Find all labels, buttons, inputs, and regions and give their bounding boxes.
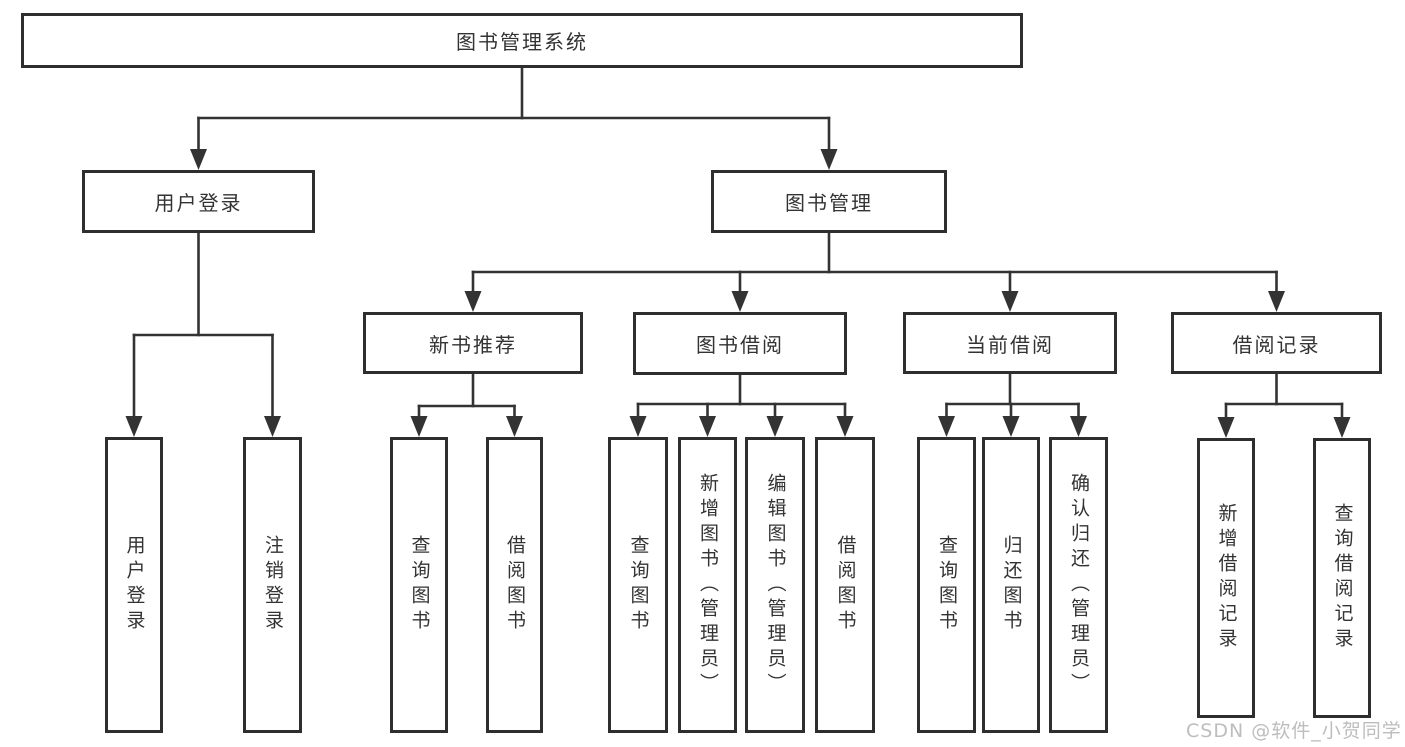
- node-label: 查询图书: [936, 535, 958, 635]
- node-borrowing-records: 借阅记录: [1171, 312, 1382, 374]
- node-logout: 注销登录: [243, 437, 302, 733]
- node-book-management: 图书管理: [711, 170, 947, 233]
- node-edit-book-admin: 编辑图书（管理员）: [745, 437, 805, 733]
- node-label: 当前借阅: [966, 332, 1054, 357]
- csdn-watermark: CSDN @软件_小贺同学: [1186, 720, 1402, 742]
- node-label: 新增图书（管理员）: [697, 472, 719, 698]
- node-label: 用户登录: [123, 535, 146, 635]
- node-query-books-borrow: 查询图书: [608, 437, 668, 733]
- node-borrow-books-recommend: 借阅图书: [486, 437, 543, 733]
- node-query-books-current: 查询图书: [917, 437, 976, 733]
- node-query-borrow-record: 查询借阅记录: [1313, 438, 1371, 718]
- node-label: 图书借阅: [696, 333, 784, 357]
- node-current-borrowing: 当前借阅: [903, 312, 1117, 374]
- node-label: 图书管理系统: [456, 30, 588, 54]
- node-label: 查询借阅记录: [1331, 503, 1354, 653]
- node-return-book: 归还图书: [982, 437, 1040, 733]
- node-label: 新书推荐: [429, 332, 517, 357]
- node-label: 借阅记录: [1232, 332, 1321, 357]
- node-label: 新增借阅记录: [1215, 503, 1238, 653]
- node-label: 借阅图书: [504, 535, 526, 635]
- node-user-login-leaf: 用户登录: [105, 437, 163, 733]
- node-label: 图书管理: [785, 191, 873, 215]
- node-book-borrowing: 图书借阅: [633, 312, 847, 375]
- node-label: 查询图书: [408, 535, 431, 635]
- node-query-books-recommend: 查询图书: [390, 437, 448, 733]
- node-borrow-books-leaf: 借阅图书: [815, 437, 875, 733]
- node-add-book-admin: 新增图书（管理员）: [678, 437, 737, 733]
- node-label: 注销登录: [262, 535, 284, 635]
- node-label: 编辑图书（管理员）: [764, 472, 787, 698]
- node-library-management-system: 图书管理系统: [21, 13, 1023, 68]
- node-confirm-return-admin: 确认归还（管理员）: [1049, 437, 1108, 733]
- node-label: 用户登录: [154, 191, 243, 215]
- node-label: 归还图书: [1000, 535, 1023, 635]
- node-label: 借阅图书: [834, 535, 857, 635]
- node-label: 查询图书: [627, 535, 650, 635]
- node-add-borrow-record: 新增借阅记录: [1197, 438, 1255, 718]
- node-new-book-recommendation: 新书推荐: [363, 312, 583, 374]
- node-user-login: 用户登录: [82, 170, 315, 233]
- node-label: 确认归还（管理员）: [1068, 472, 1090, 698]
